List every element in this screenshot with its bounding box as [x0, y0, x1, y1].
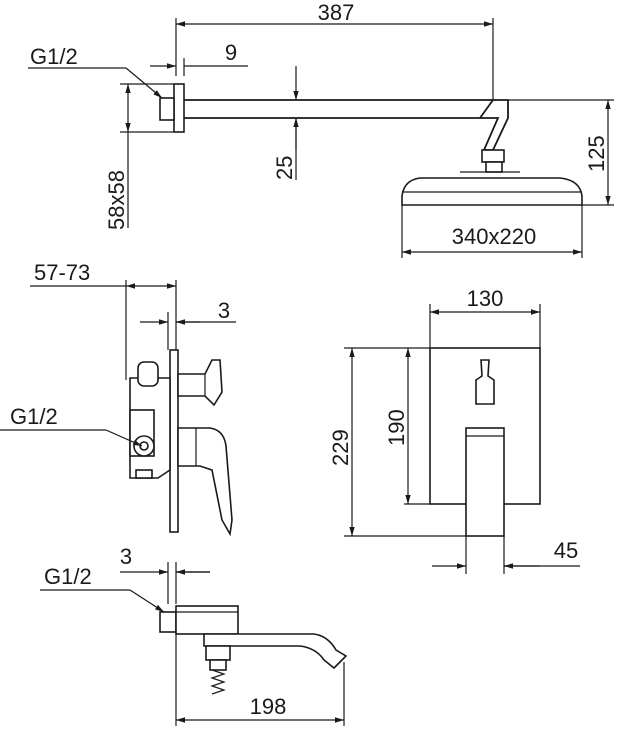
mixer-wall-plate	[169, 349, 179, 533]
mixer-gap-label: 3	[218, 298, 230, 323]
depth-range-label: 57-73	[34, 260, 90, 285]
plate-diverter-knob	[475, 359, 495, 405]
plate-lever	[465, 427, 505, 537]
flange-size-label: 58x58	[104, 170, 129, 230]
head-height-label: 125	[584, 135, 609, 172]
spout-thread	[210, 669, 226, 695]
shower-arm	[184, 99, 509, 151]
handle-width-label: 45	[554, 538, 578, 563]
mixer-lever	[177, 427, 233, 537]
spout-wall-plate	[159, 611, 177, 633]
head-connector	[481, 149, 505, 163]
diverter-knob	[177, 359, 223, 407]
plate-width-label: 130	[467, 286, 504, 311]
mixer-thread-label: G1/2	[10, 404, 58, 429]
flange-offset-label: 9	[225, 40, 237, 65]
spout-gap-label: 3	[120, 544, 132, 569]
spout-length-label: 198	[250, 694, 287, 719]
spout-view: 3 G1/2 198	[40, 544, 348, 726]
cover-plate-view: 130 190 229 45	[328, 286, 580, 574]
arm-thickness-label: 25	[272, 156, 297, 180]
shower-head-view: 387 9 G1/2 58x58 25	[28, 0, 614, 258]
head-size-label: 340x220	[452, 224, 536, 249]
plate-inner-height-label: 190	[384, 409, 409, 446]
arm-length-label: 387	[318, 0, 355, 25]
plate-outer-height-label: 229	[328, 429, 353, 466]
mixer-view: 57-73 3 G1/2	[0, 260, 236, 537]
spout-thread-label: G1/2	[44, 564, 92, 589]
head-thread-label: G1/2	[30, 44, 78, 69]
wall-flange	[173, 83, 185, 133]
spout-body	[203, 633, 348, 670]
thread-nipple	[159, 97, 175, 121]
